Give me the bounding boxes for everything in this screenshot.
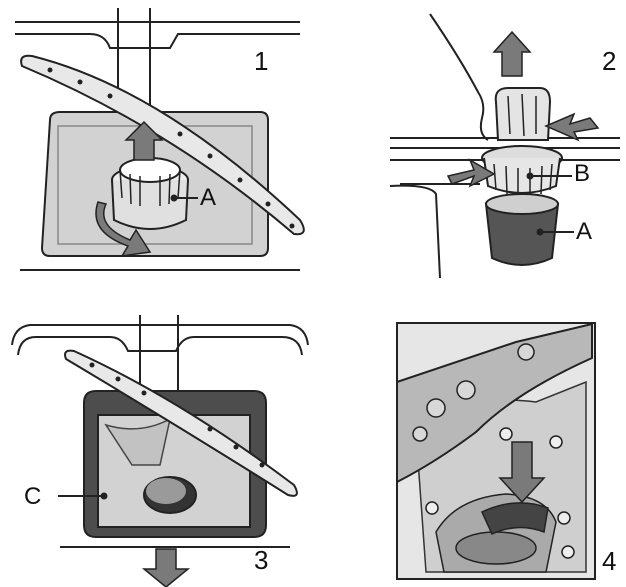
step-2-panel: 2 B A — [389, 8, 620, 279]
drain-cover — [481, 502, 549, 535]
pull-up-arrow — [492, 30, 532, 77]
remove-arrow — [141, 548, 191, 587]
step-3-illustration — [11, 315, 309, 587]
push-in-arrow-right — [544, 112, 600, 142]
rotate-arrow — [95, 201, 152, 257]
step-3-panel: C 3 — [10, 315, 310, 587]
spray-arm — [64, 349, 298, 497]
push-in-arrow-left — [446, 158, 496, 188]
step-1-panel: 1 A — [10, 8, 310, 278]
lift-arrow — [124, 120, 164, 161]
step-1-number: 1 — [254, 46, 269, 76]
step-4-number: 4 — [602, 546, 617, 576]
step-4-photo — [396, 322, 596, 580]
step-2-number: 2 — [602, 46, 617, 76]
spray-arm — [396, 322, 593, 484]
step-2-callout-b: B — [574, 160, 591, 187]
step-2-callout-a: A — [576, 218, 593, 245]
step-1-illustration — [15, 8, 305, 271]
step-3-callout-c: C — [24, 483, 42, 510]
spray-arm — [20, 54, 305, 236]
insert-arrow — [498, 441, 546, 504]
step-3-number: 3 — [254, 545, 269, 575]
step-4-panel — [396, 322, 596, 580]
step-2-illustration — [389, 13, 620, 279]
step-1-callout-a: A — [200, 184, 217, 211]
